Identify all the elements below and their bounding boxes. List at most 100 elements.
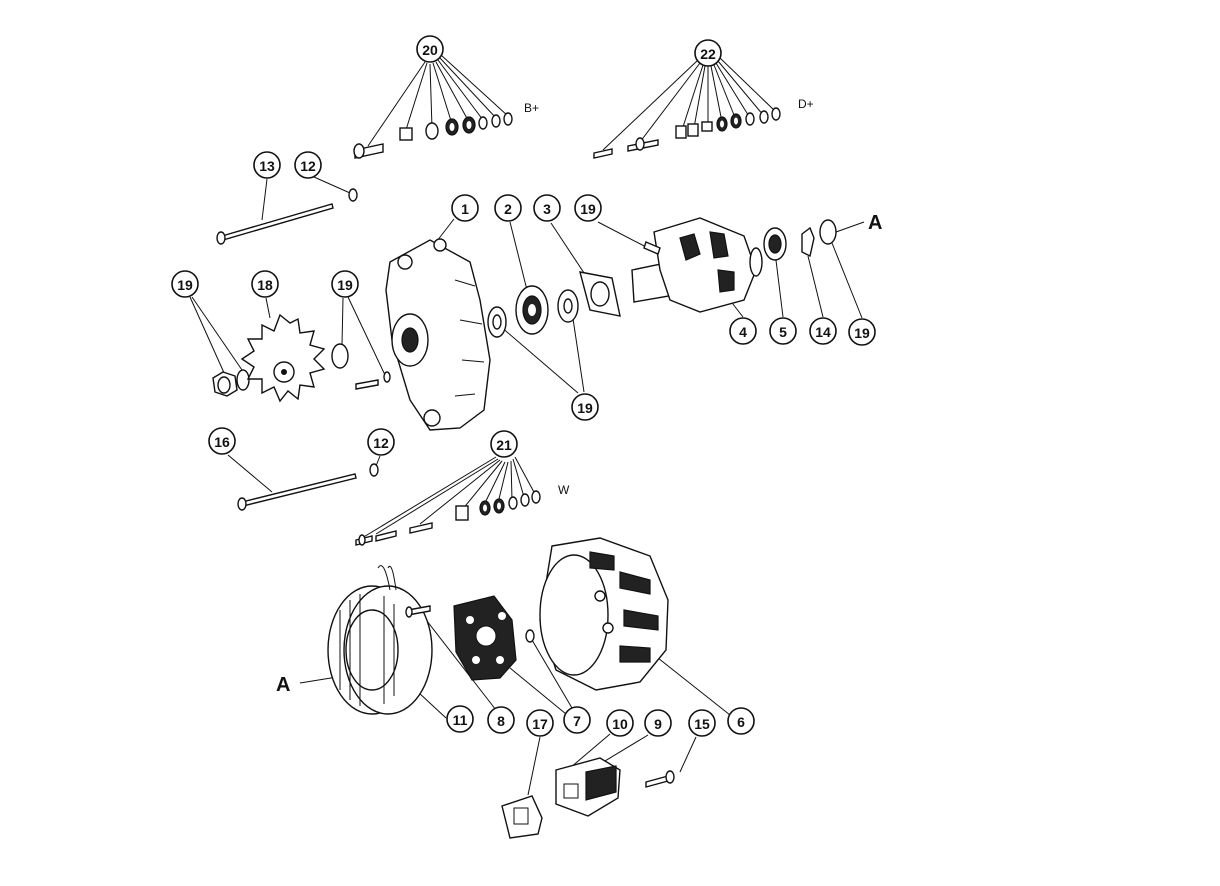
- callout-label: 1: [461, 201, 469, 217]
- callout-circle: [606, 709, 634, 737]
- callout-6: 6: [727, 707, 755, 735]
- callout-label: 16: [214, 434, 230, 450]
- callout-circle: [574, 194, 602, 222]
- callout-label: 2: [504, 201, 512, 217]
- callout-14: 14: [809, 317, 837, 345]
- callout-22: 22: [694, 39, 722, 67]
- callout-19: 19: [331, 270, 359, 298]
- callout-label: 22: [700, 46, 716, 62]
- callout-label: 12: [373, 435, 389, 451]
- reference-letter-a-bottom: A: [276, 674, 290, 696]
- callout-label: 17: [532, 716, 548, 732]
- callout-label: 6: [737, 714, 745, 730]
- rotor-4: [631, 217, 763, 313]
- callout-label: 10: [612, 716, 628, 732]
- callout-circle: [253, 151, 281, 179]
- callout-7: 7: [563, 706, 591, 734]
- bearing-5: [763, 227, 787, 261]
- callout-8: 8: [487, 706, 515, 734]
- callout-circle: [208, 427, 236, 455]
- screw-8: [405, 605, 431, 618]
- callout-19: 19: [171, 270, 199, 298]
- nut-12-top: [348, 188, 358, 202]
- terminal-w: W: [558, 483, 570, 497]
- callout-21: 21: [490, 430, 518, 458]
- terminal-b-plus: B+: [524, 101, 539, 115]
- drive-end-bracket-1: [385, 238, 491, 431]
- callout-11: 11: [446, 705, 474, 733]
- callout-16: 16: [208, 427, 236, 455]
- rectifier-7: [453, 595, 535, 681]
- callout-circle: [367, 428, 395, 456]
- callout-label: 7: [573, 713, 581, 729]
- callout-circle: [294, 151, 322, 179]
- callout-13: 13: [253, 151, 281, 179]
- callout-circle: [494, 194, 522, 222]
- pulley-nut-19: [212, 369, 250, 397]
- callout-4: 4: [729, 317, 757, 345]
- callout-circle: [809, 317, 837, 345]
- hardware-set-20: [353, 112, 513, 159]
- callout-circle: [571, 393, 599, 421]
- callout-label: 19: [177, 277, 193, 293]
- bearing-2: [487, 285, 579, 338]
- callout-circle: [171, 270, 199, 298]
- callout-12: 12: [367, 428, 395, 456]
- callout-circle: [727, 707, 755, 735]
- callout-label: 3: [543, 201, 551, 217]
- callout-circle: [848, 318, 876, 346]
- callout-label: 15: [694, 716, 710, 732]
- callout-circle: [251, 270, 279, 298]
- callout-label: 9: [654, 716, 662, 732]
- long-bolt-13: [216, 203, 334, 245]
- seal-14: [801, 226, 815, 258]
- callout-3: 3: [533, 194, 561, 222]
- callout-label: 19: [577, 400, 593, 416]
- callout-circle: [563, 706, 591, 734]
- retainer-plate-3: [579, 271, 621, 317]
- nut-12-bottom: [369, 463, 379, 477]
- slip-ring-housing-6: [539, 537, 669, 691]
- spacer-19: [331, 343, 391, 390]
- screw-15: [645, 770, 675, 788]
- callout-label: 4: [739, 324, 747, 340]
- stator-11: [327, 565, 433, 715]
- ring-19: [819, 219, 837, 245]
- callout-label: 18: [257, 277, 273, 293]
- key-19: [643, 241, 661, 255]
- callout-label: 21: [496, 437, 512, 453]
- callout-2: 2: [494, 194, 522, 222]
- callout-15: 15: [688, 709, 716, 737]
- callout-19: 19: [571, 393, 599, 421]
- callout-20: 20: [416, 35, 444, 63]
- callout-label: 8: [497, 713, 505, 729]
- callout-label: 13: [259, 158, 275, 174]
- callout-circle: [490, 430, 518, 458]
- callout-circle: [446, 705, 474, 733]
- callout-19: 19: [574, 194, 602, 222]
- callout-1: 1: [451, 194, 479, 222]
- callout-circle: [769, 317, 797, 345]
- regulator-10-9: [555, 757, 621, 817]
- callout-circle: [451, 194, 479, 222]
- callout-circle: [644, 709, 672, 737]
- cooling-fan-18: [240, 313, 326, 403]
- callout-19: 19: [848, 318, 876, 346]
- hardware-set-21: [355, 490, 541, 546]
- callout-label: 11: [453, 712, 468, 728]
- callout-circle: [694, 39, 722, 67]
- callout-circle: [729, 317, 757, 345]
- long-bolt-16: [237, 473, 357, 511]
- callout-circle: [688, 709, 716, 737]
- callout-5: 5: [769, 317, 797, 345]
- callout-label: 19: [337, 277, 353, 293]
- callout-label: 19: [580, 201, 596, 217]
- callout-12: 12: [294, 151, 322, 179]
- callout-17: 17: [526, 709, 554, 737]
- cover-17: [501, 795, 543, 839]
- callout-circle: [416, 35, 444, 63]
- callout-circle: [487, 706, 515, 734]
- callout-label: 5: [779, 324, 787, 340]
